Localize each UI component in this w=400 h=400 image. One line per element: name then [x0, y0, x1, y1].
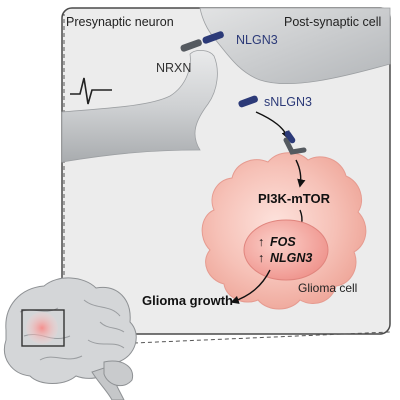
presynaptic-label: Presynaptic neuron [66, 15, 174, 29]
pathway-label: PI3K-mTOR [258, 191, 331, 206]
nucleus [243, 219, 329, 281]
action-potential-icon [70, 77, 112, 105]
fos-up-arrow: ↑ [258, 235, 264, 249]
presynaptic-neuron [61, 50, 218, 163]
nlgn3-label: NLGN3 [236, 33, 278, 47]
snlgn3-protein [238, 95, 258, 108]
nrxn-protein [180, 39, 202, 52]
brain-outline [4, 277, 137, 384]
fos-gene-label: FOS [270, 235, 296, 249]
postsynaptic-cell [199, 7, 391, 85]
glioma-growth-label: Glioma growth [142, 293, 233, 308]
receptor-arrow [295, 159, 306, 188]
nlgn3-up-arrow: ↑ [258, 251, 264, 265]
brain-illustration [4, 277, 137, 400]
postsynaptic-label: Post-synaptic cell [284, 15, 381, 29]
growth-arrow [230, 269, 271, 304]
receptor-complex [283, 137, 307, 155]
zoom-line-bottom [63, 331, 391, 347]
zoom-box [21, 309, 65, 347]
tumor-lesion [26, 312, 58, 344]
nlgn3-gene-label: NLGN3 [270, 251, 312, 265]
glioma-cell-label: Glioma cell [298, 281, 357, 295]
snlgn3-label: sNLGN3 [264, 95, 312, 109]
nlgn3-protein [202, 31, 224, 44]
nrxn-label: NRXN [156, 61, 191, 75]
cerebellum [103, 360, 134, 387]
bound-snlgn3 [284, 130, 296, 144]
